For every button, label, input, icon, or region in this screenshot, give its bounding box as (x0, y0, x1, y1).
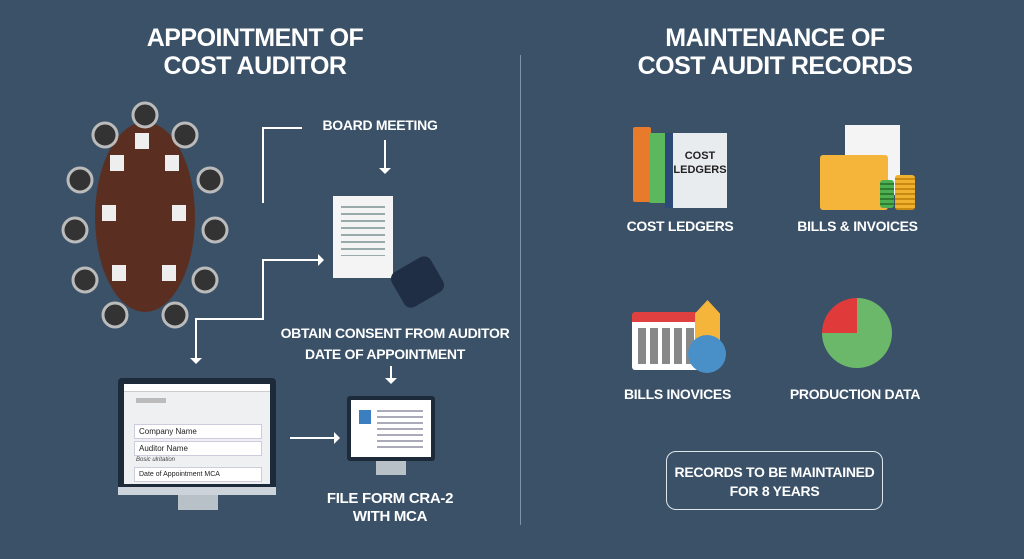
arrow-right-icon (334, 432, 346, 444)
date-field[interactable]: Date of Appointment MCA (134, 467, 262, 482)
monitor-stand (376, 461, 406, 475)
coins-icon (880, 180, 894, 208)
monitor-stand (178, 495, 218, 510)
monitor-bezel (118, 487, 276, 495)
book-icon (633, 127, 651, 202)
flow-line (262, 259, 320, 261)
retention-note: RECORDS TO BE MAINTAINED FOR 8 YEARS (666, 451, 883, 510)
title-line: COST AUDITOR (163, 52, 347, 80)
board-meeting-label: BOARD MEETING (322, 117, 438, 133)
title-line: APPOINTMENT OF (146, 24, 364, 52)
label-line: FILE FORM CRA-2 (326, 490, 454, 507)
folder-icon (820, 155, 888, 210)
note-line: RECORDS TO BE MAINTAINED (674, 464, 875, 480)
arrow-down-icon (385, 378, 397, 390)
board-meeting-illustration (61, 101, 229, 329)
flow-line (384, 140, 386, 168)
title-line: COST AUDIT RECORDS (637, 52, 913, 80)
book-icon (649, 133, 667, 203)
hand-pen-icon (388, 253, 447, 311)
note-line: FOR 8 YEARS (729, 483, 820, 499)
cost-ledgers-book-icon: COST LEDGERS (665, 133, 727, 208)
arrow-right-icon (318, 254, 330, 266)
papers-icon (102, 133, 186, 281)
form-caption: Bosic ulritation (136, 457, 176, 463)
bills-inovices-label: BILLS INOVICES (623, 386, 732, 402)
bills-invoices-label: BILLS & INVOICES (797, 218, 918, 234)
cost-ledgers-label: COST LEDGERS (626, 218, 734, 234)
production-data-label: PRODUCTION DATA (789, 386, 921, 402)
consent-document-icon (333, 196, 393, 278)
pie-chart-icon (822, 298, 892, 368)
divider (520, 55, 521, 525)
cra2-monitor-icon (347, 396, 435, 461)
label-line: WITH MCA (352, 508, 428, 525)
globe-icon (688, 335, 726, 373)
attendees-icon (61, 101, 229, 329)
flow-line (262, 259, 264, 319)
title-line: MAINTENANCE OF (665, 24, 885, 52)
form-monitor: Company Name Auditor Name Bosic ulritati… (118, 378, 276, 493)
flow-line (262, 127, 302, 129)
coins-icon (895, 175, 915, 210)
flow-line (262, 127, 264, 203)
flow-line (195, 318, 264, 320)
flow-line (390, 366, 392, 378)
flow-line (195, 318, 197, 358)
flow-line (290, 437, 335, 439)
arrow-down-icon (379, 168, 391, 180)
arrow-down-icon (190, 358, 202, 370)
company-name-field[interactable]: Company Name (134, 424, 262, 439)
date-label: DATE OF APPOINTMENT (305, 346, 465, 362)
consent-label: OBTAIN CONSENT FROM AUDITOR (280, 325, 510, 341)
auditor-name-field[interactable]: Auditor Name (134, 441, 262, 456)
